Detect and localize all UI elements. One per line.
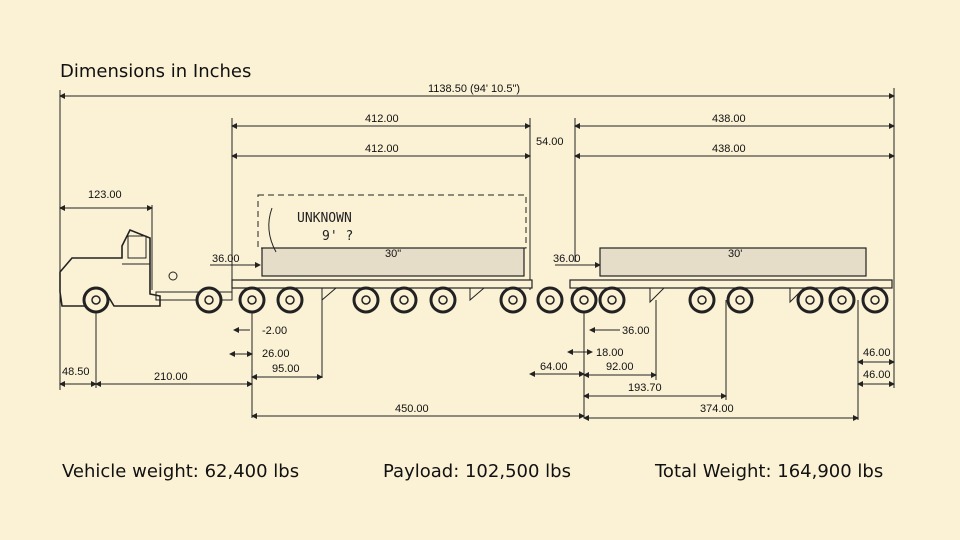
trailer-2-deck xyxy=(569,279,893,289)
total-weight-caption: Total Weight: 164,900 lbs xyxy=(655,461,884,482)
dim-46b: 46.00 xyxy=(863,369,891,381)
handwritten-note-line1: UNKNOWN xyxy=(297,211,352,226)
dim-26: 26.00 xyxy=(262,348,290,360)
trailer-2-label: 30' xyxy=(728,248,742,260)
dim-18: 18.00 xyxy=(596,347,624,359)
diagram-title: Dimensions in Inches xyxy=(60,61,252,82)
wheels xyxy=(82,286,889,314)
trailer-1-load xyxy=(261,247,525,277)
extension-lines xyxy=(59,88,895,420)
dim-gap: 54.00 xyxy=(536,136,564,148)
dim-trailer2-deck: 438.00 xyxy=(712,143,746,155)
trailer-1-label: 30" xyxy=(385,248,401,260)
vehicle-weight-caption: Vehicle weight: 62,400 lbs xyxy=(62,461,300,482)
dim-48-50: 48.50 xyxy=(62,366,90,378)
dimension-lines xyxy=(59,93,895,421)
dimension-labels: 1138.50 (94' 10.5") 412.00 438.00 54.00 … xyxy=(62,83,891,415)
dim-minus-2: -2.00 xyxy=(262,325,287,337)
dim-450: 450.00 xyxy=(395,403,429,415)
dim-64: 64.00 xyxy=(540,361,568,373)
payload-caption: Payload: 102,500 lbs xyxy=(383,461,571,482)
dim-trailer2-top: 438.00 xyxy=(712,113,746,125)
trailer-1-deck xyxy=(231,279,533,289)
handwritten-bracket xyxy=(268,207,277,253)
unknown-height-box xyxy=(257,194,527,249)
dim-trailer1-top: 412.00 xyxy=(365,113,399,125)
trailer-2 xyxy=(569,247,893,304)
trailer-2-load xyxy=(599,247,867,277)
dim-92: 92.00 xyxy=(606,361,634,373)
trailer-1 xyxy=(231,194,533,302)
dim-193-70: 193.70 xyxy=(628,382,662,394)
dim-374: 374.00 xyxy=(700,403,734,415)
dim-36b: 36.00 xyxy=(622,325,650,337)
dim-cab: 123.00 xyxy=(88,189,122,201)
tractor-cab xyxy=(59,228,233,307)
dim-overhang-2: 36.00 xyxy=(553,253,581,265)
dim-95: 95.00 xyxy=(272,363,300,375)
dim-46a: 46.00 xyxy=(863,347,891,359)
dim-overhang-1: 36.00 xyxy=(212,253,240,265)
handwritten-note-line2: 9' ? xyxy=(322,229,353,244)
dim-trailer1-deck: 412.00 xyxy=(365,143,399,155)
dim-210: 210.00 xyxy=(154,371,188,383)
dim-overall: 1138.50 (94' 10.5") xyxy=(428,83,520,95)
